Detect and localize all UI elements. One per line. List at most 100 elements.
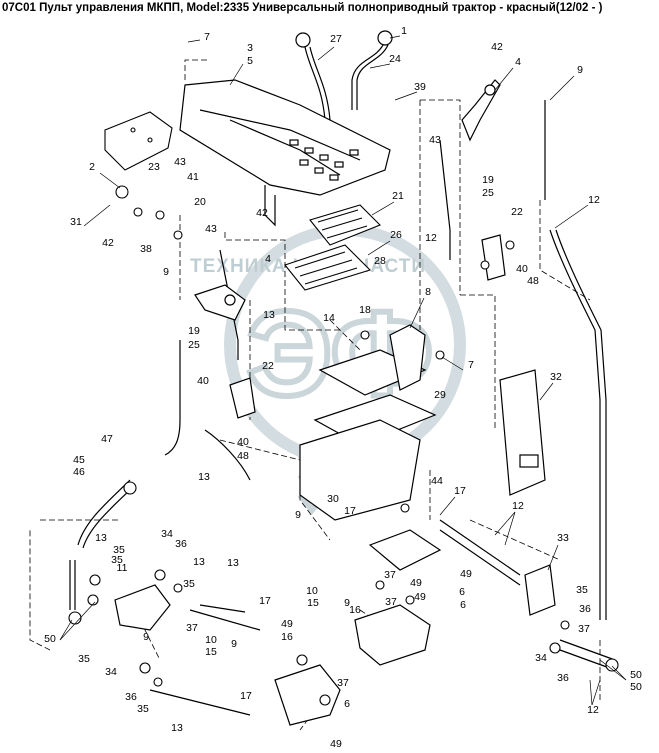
callout-40: 40 (197, 375, 209, 387)
callout-12: 12 (588, 194, 600, 206)
callout-49: 49 (414, 591, 426, 603)
callout-39: 39 (414, 81, 426, 93)
callout-20: 20 (194, 196, 206, 208)
callout-36: 36 (557, 672, 569, 684)
callout-13: 13 (193, 556, 205, 568)
callout-12: 12 (587, 704, 599, 716)
callout-21: 21 (392, 190, 404, 202)
callout-47: 47 (101, 433, 113, 445)
callout-34: 34 (535, 652, 547, 664)
callout-10: 10 (306, 585, 318, 597)
callout-28: 28 (374, 255, 386, 267)
callout-17: 17 (240, 690, 252, 702)
callout-36: 36 (125, 691, 137, 703)
lever-knob-right (377, 30, 393, 46)
callout-44: 44 (431, 475, 443, 487)
callout-37: 37 (186, 622, 198, 634)
callout-18: 18 (359, 304, 371, 316)
callout-36: 36 (579, 603, 591, 615)
callout-45: 45 (73, 454, 85, 466)
callout-43: 43 (174, 156, 186, 168)
callout-31: 31 (70, 216, 82, 228)
callout-9: 9 (231, 638, 237, 650)
callout-13: 13 (198, 471, 210, 483)
callout-12: 12 (425, 232, 437, 244)
callout-48: 48 (237, 450, 249, 462)
console-plate (179, 79, 391, 227)
callout-49: 49 (460, 568, 472, 580)
callout-6: 6 (460, 599, 466, 611)
callout-48: 48 (527, 275, 539, 287)
callout-40: 40 (516, 263, 528, 275)
callout-49: 49 (410, 577, 422, 589)
callout-11: 11 (117, 562, 128, 574)
callout-37: 37 (385, 596, 397, 608)
page-title: 07C01 Пульт управления МКПП, Model:2335 … (2, 2, 603, 14)
callout-17: 17 (344, 505, 356, 517)
callout-37: 37 (578, 623, 590, 635)
callout-24: 24 (389, 53, 401, 65)
callout-19: 19 (188, 325, 200, 337)
callout-25: 25 (482, 187, 494, 199)
callout-8: 8 (425, 286, 431, 298)
callout-13: 13 (227, 557, 239, 569)
callout-50: 50 (630, 681, 642, 693)
callout-9: 9 (577, 64, 583, 76)
cables-right (439, 100, 616, 671)
callout-13: 13 (263, 309, 275, 321)
callout-17: 17 (259, 595, 271, 607)
callout-17: 17 (454, 485, 466, 497)
callout-25: 25 (188, 339, 200, 351)
callout-42: 42 (256, 207, 268, 219)
callout-7: 7 (204, 31, 210, 43)
callout-38: 38 (140, 243, 152, 255)
callout-49: 49 (330, 738, 342, 750)
callout-27: 27 (330, 33, 342, 45)
callout-7: 7 (468, 359, 474, 371)
callout-29: 29 (434, 389, 446, 401)
callout-34: 34 (105, 666, 117, 678)
callout-35: 35 (576, 584, 588, 596)
central-housing (114, 324, 442, 726)
callout-49: 49 (281, 618, 293, 630)
callout-26: 26 (390, 229, 402, 241)
callout-35: 35 (113, 544, 125, 556)
callout-36: 36 (175, 538, 187, 550)
callout-33: 33 (557, 532, 569, 544)
lever-arms (194, 79, 506, 419)
callout-35: 35 (183, 578, 195, 590)
callout-5: 5 (247, 55, 253, 67)
nuts-washers (68, 185, 619, 706)
callout-42: 42 (491, 41, 503, 53)
callout-13: 13 (95, 532, 107, 544)
callout-46: 46 (73, 466, 85, 478)
callout-16: 16 (349, 604, 361, 616)
bracket-top-left (104, 111, 173, 171)
leader-lines (59, 35, 627, 706)
gate-plates (284, 204, 381, 291)
callout-40: 40 (237, 436, 249, 448)
callout-22: 22 (511, 206, 523, 218)
callout-13: 13 (171, 722, 183, 734)
callout-4: 4 (265, 253, 271, 265)
callout-22: 22 (262, 360, 274, 372)
callout-16: 16 (281, 631, 293, 643)
callout-42: 42 (102, 237, 114, 249)
callout-23: 23 (148, 161, 160, 173)
callout-9: 9 (163, 266, 169, 278)
callout-35: 35 (78, 653, 90, 665)
callout-10: 10 (205, 634, 217, 646)
callout-1: 1 (401, 25, 407, 37)
callout-9: 9 (143, 631, 149, 643)
callout-12: 12 (512, 500, 524, 512)
callout-3: 3 (247, 42, 253, 54)
callout-15: 15 (307, 597, 319, 609)
callout-35: 35 (111, 554, 123, 566)
callout-50: 50 (630, 669, 642, 681)
shift-levers (295, 30, 393, 121)
callout-15: 15 (205, 646, 217, 658)
callout-6: 6 (344, 698, 350, 710)
callout-35: 35 (137, 703, 149, 715)
callout-37: 37 (337, 677, 349, 689)
